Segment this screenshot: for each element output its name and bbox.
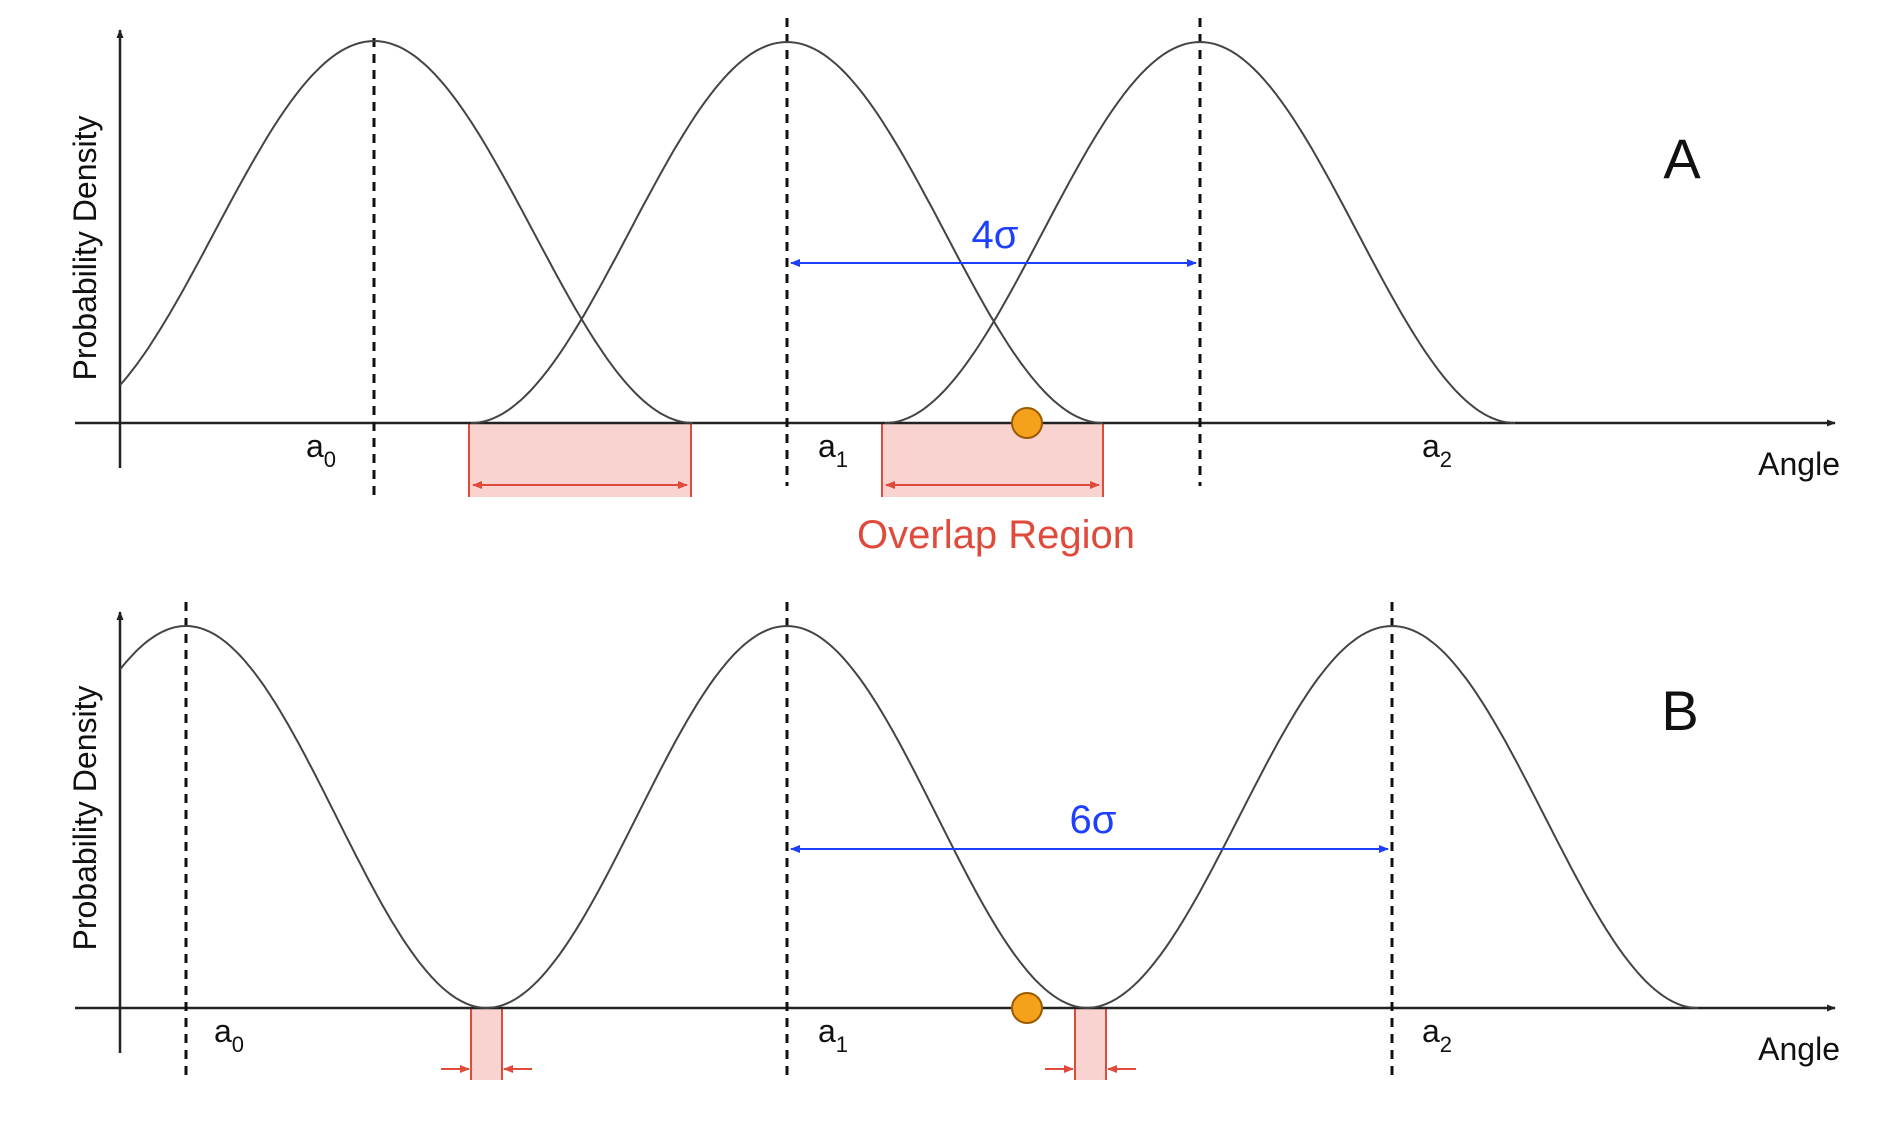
- spacing-label: 6σ: [1070, 798, 1117, 842]
- y-axis-label: Probability Density: [67, 686, 103, 951]
- panel-b: 6σ Probability Density Angle B a0 a1 a2: [67, 602, 1840, 1080]
- tick-label-a2: a2: [1422, 1013, 1452, 1057]
- overlap-region-box-2: [1075, 1008, 1106, 1080]
- tick-label-a0: a0: [306, 428, 336, 472]
- tick-label-a1: a1: [818, 428, 848, 472]
- tick-label-a0: a0: [214, 1013, 244, 1057]
- observation-marker: [1011, 407, 1043, 439]
- panel-letter: A: [1663, 127, 1701, 190]
- x-axis-label: Angle: [1758, 1031, 1840, 1067]
- panel-a: 4σ Probability Density Angle A Overlap R…: [67, 18, 1840, 557]
- observation-marker: [1011, 992, 1043, 1024]
- y-axis-label: Probability Density: [67, 116, 103, 381]
- distribution-curve-a0: [119, 39, 694, 424]
- distribution-curve-a2: [1085, 624, 1699, 1009]
- overlap-region-box-1: [471, 1008, 502, 1080]
- distribution-curve-a1: [470, 40, 1104, 424]
- panel-letter: B: [1661, 679, 1698, 742]
- distribution-curve-a0: [119, 625, 488, 1009]
- spacing-label: 4σ: [972, 213, 1019, 257]
- distribution-curve-a1: [485, 624, 1089, 1009]
- overlap-region-label: Overlap Region: [857, 513, 1135, 557]
- tick-label-a2: a2: [1422, 428, 1452, 472]
- x-axis-label: Angle: [1758, 446, 1840, 482]
- tick-label-a1: a1: [818, 1013, 848, 1057]
- distribution-curve-a2: [884, 40, 1516, 424]
